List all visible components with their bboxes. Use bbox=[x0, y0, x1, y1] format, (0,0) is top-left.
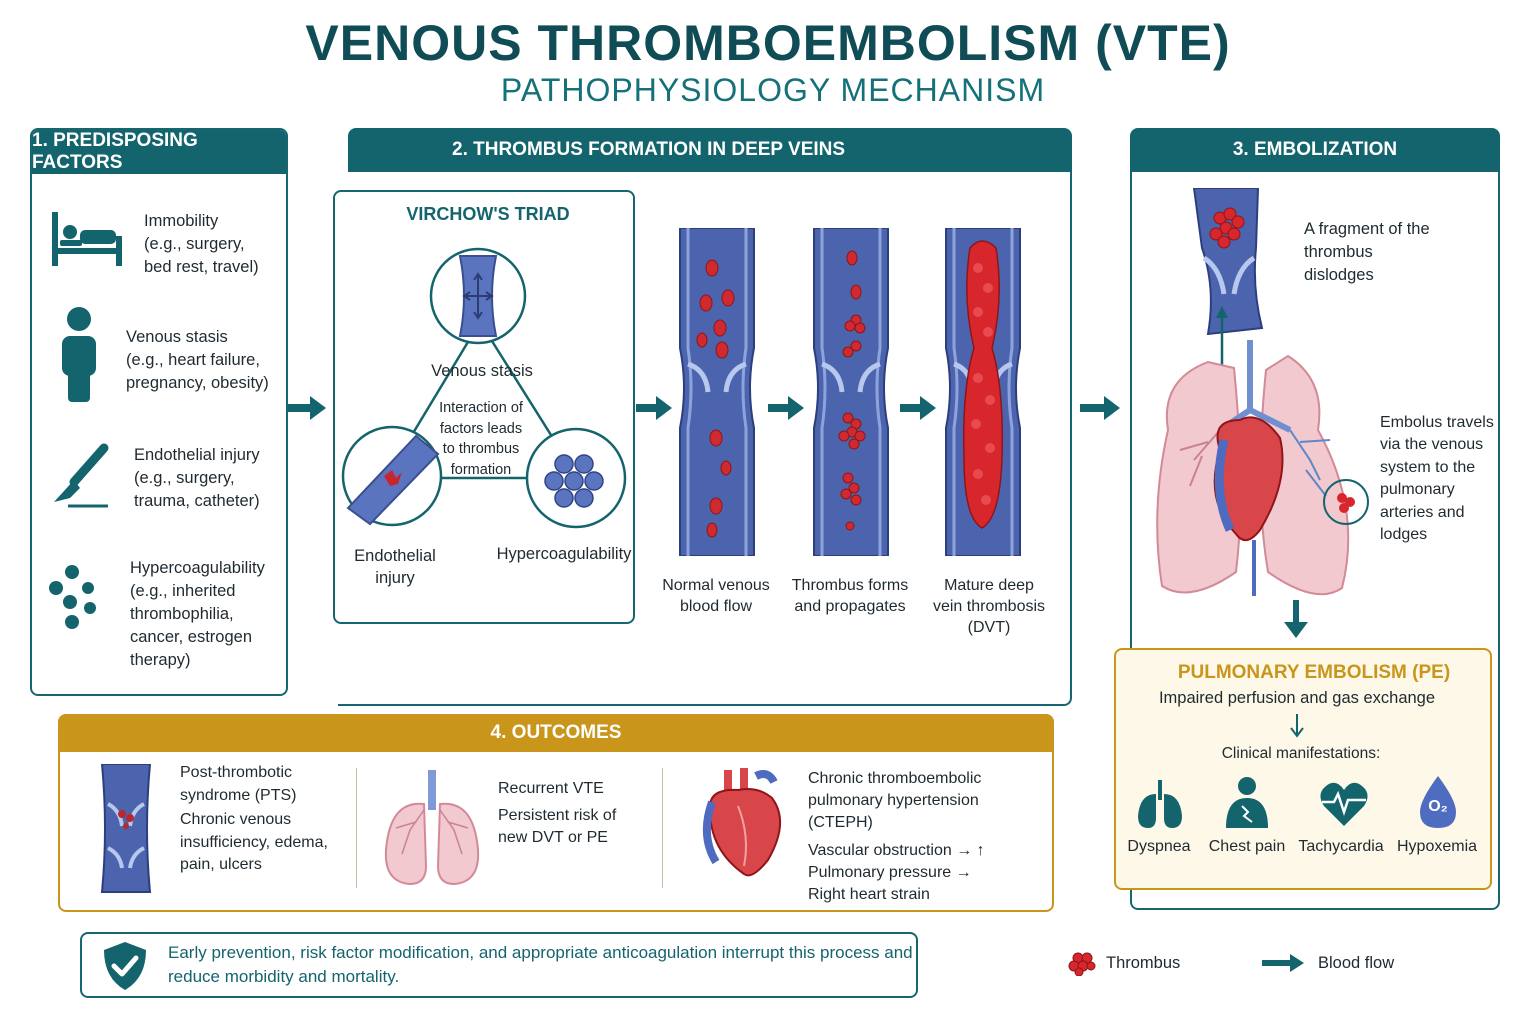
legend-flow-label: Blood flow bbox=[1318, 954, 1395, 972]
factor-detail: (e.g., heart failure, pregnancy, obesity… bbox=[126, 351, 269, 392]
scalpel-icon bbox=[54, 443, 109, 508]
fragment-text: A fragment of the thrombus dislodges bbox=[1304, 220, 1430, 284]
flow-arrow-3 bbox=[768, 396, 804, 420]
factor-detail: (e.g., surgery, trauma, catheter) bbox=[134, 469, 260, 510]
shield-check-icon bbox=[104, 942, 146, 990]
virchow-triangle bbox=[383, 319, 581, 480]
pulmonary-embolism-box bbox=[1114, 648, 1492, 890]
hypercoagulability-circle bbox=[525, 427, 627, 529]
triad-endothelial-injury: Endothelial injury bbox=[354, 547, 436, 587]
legend-thrombus-label: Thrombus bbox=[1106, 954, 1181, 972]
outcome-desc: Persistent risk of new DVT or PE bbox=[498, 806, 617, 847]
section4-header: 4. OUTCOMES bbox=[58, 714, 1054, 752]
section3-header: 3. EMBOLIZATION bbox=[1130, 128, 1500, 172]
outcome-pts: Post-thrombotic syndrome (PTS) Chronic v… bbox=[180, 762, 330, 877]
stage-forming-caption: Thrombus forms and propagates bbox=[791, 577, 909, 615]
page-title: VENOUS THROMBOEMBOLISM (VTE) bbox=[305, 15, 1231, 71]
prevention-text: Early prevention, risk factor modificati… bbox=[168, 943, 913, 986]
factor-venous-stasis: Venous stasis (e.g., heart failure, preg… bbox=[126, 326, 282, 395]
manifest-tachycardia: Tachycardia bbox=[1298, 838, 1384, 855]
outcome-desc: Chronic venous insufficiency, edema, pai… bbox=[180, 811, 328, 873]
lungs-icon bbox=[1138, 780, 1182, 828]
cteph-heart-illustration bbox=[702, 768, 782, 877]
flow-arrow-1 bbox=[288, 396, 326, 420]
stage-mature-caption: Mature deep vein thrombosis (DVT) bbox=[932, 577, 1046, 636]
outcome-divider-1 bbox=[356, 768, 357, 888]
factor-name: Venous stasis bbox=[126, 328, 228, 346]
oxygen-symbol: O₂ bbox=[1428, 798, 1448, 815]
pe-subtitle: Impaired perfusion and gas exchange bbox=[1158, 689, 1436, 707]
factor-name: Endothelial injury bbox=[134, 446, 260, 464]
oxygen-drop-icon bbox=[1420, 776, 1456, 828]
prevention-box bbox=[80, 932, 918, 998]
outcome-title: Recurrent VTE bbox=[498, 780, 604, 797]
vein-thrombus-forming bbox=[813, 228, 889, 556]
travel-text: Embolus travels via the venous system to… bbox=[1380, 414, 1494, 544]
fragment-vein bbox=[1192, 188, 1264, 336]
triad-hypercoagulability: Hypercoagulability bbox=[496, 545, 632, 563]
virchow-triad-box bbox=[333, 190, 635, 624]
heartbeat-icon bbox=[1320, 782, 1368, 826]
pe-down-arrow bbox=[1290, 714, 1304, 738]
vein-mature-dvt bbox=[945, 228, 1021, 556]
person-icon bbox=[62, 307, 96, 402]
chest-pain-icon bbox=[1226, 777, 1268, 828]
triad-center-text: Interaction of factors leads to thrombus… bbox=[439, 400, 523, 478]
bed-icon bbox=[52, 212, 122, 266]
virchow-title: VIRCHOW'S TRIAD bbox=[406, 204, 570, 224]
manifest-label: Clinical manifestations: bbox=[1221, 745, 1381, 762]
blood-flow-legend-icon bbox=[1262, 954, 1304, 972]
factor-endothelial-injury: Endothelial injury (e.g., surgery, traum… bbox=[134, 444, 274, 513]
flow-arrow-2 bbox=[636, 396, 672, 420]
recurrent-lungs-illustration bbox=[384, 770, 480, 886]
factor-name: Immobility bbox=[144, 212, 219, 230]
triad-venous-stasis: Venous stasis bbox=[431, 362, 533, 380]
stage-normal-caption: Normal venous blood flow bbox=[662, 577, 770, 615]
manifest-chest-pain: Chest pain bbox=[1208, 838, 1286, 855]
thrombus-legend-icon bbox=[1068, 952, 1096, 976]
vein-normal bbox=[679, 228, 755, 556]
outcome-title: Chronic thromboembolic pulmonary hyperte… bbox=[808, 770, 982, 831]
section1-header: 1. PREDISPOSING FACTORS bbox=[32, 130, 286, 174]
pts-vein-illustration bbox=[100, 764, 152, 893]
outcome-divider-2 bbox=[662, 768, 663, 888]
section2-header: 2. THROMBUS FORMATION IN DEEP VEINS bbox=[348, 128, 1072, 172]
manifest-dyspnea: Dyspnea bbox=[1127, 838, 1191, 855]
dots-icon bbox=[49, 565, 96, 629]
factor-detail: (e.g., surgery, bed rest, travel) bbox=[144, 235, 259, 276]
down-arrow-to-pe bbox=[1284, 600, 1308, 638]
outcome-recurrent: Recurrent VTE Persistent risk of new DVT… bbox=[498, 778, 638, 850]
factor-name: Hypercoagulability bbox=[130, 559, 265, 577]
factor-immobility: Immobility (e.g., surgery, bed rest, tra… bbox=[144, 210, 274, 279]
outcome-desc: Vascular obstruction → ↑ Pulmonary press… bbox=[808, 842, 985, 903]
endothelial-injury-circle bbox=[341, 425, 443, 527]
outcome-title: Post-thrombotic syndrome (PTS) bbox=[180, 764, 297, 804]
page-subtitle: PATHOPHYSIOLOGY MECHANISM bbox=[500, 72, 1046, 108]
thrombus-formation-frame bbox=[338, 150, 1072, 706]
flow-arrow-4 bbox=[900, 396, 936, 420]
outcome-cteph: Chronic thromboembolic pulmonary hyperte… bbox=[808, 768, 1044, 906]
lungs-heart-illustration bbox=[1156, 306, 1369, 596]
flow-arrow-5 bbox=[1080, 396, 1120, 420]
venous-stasis-circle bbox=[429, 247, 527, 345]
factor-hypercoagulability: Hypercoagulability (e.g., inherited thro… bbox=[130, 557, 280, 672]
factor-detail: (e.g., inherited thrombophilia, cancer, … bbox=[130, 582, 252, 669]
pe-title: PULMONARY EMBOLISM (PE) bbox=[1177, 662, 1451, 683]
embolization-frame bbox=[1130, 150, 1500, 910]
manifest-hypoxemia: Hypoxemia bbox=[1396, 838, 1478, 855]
